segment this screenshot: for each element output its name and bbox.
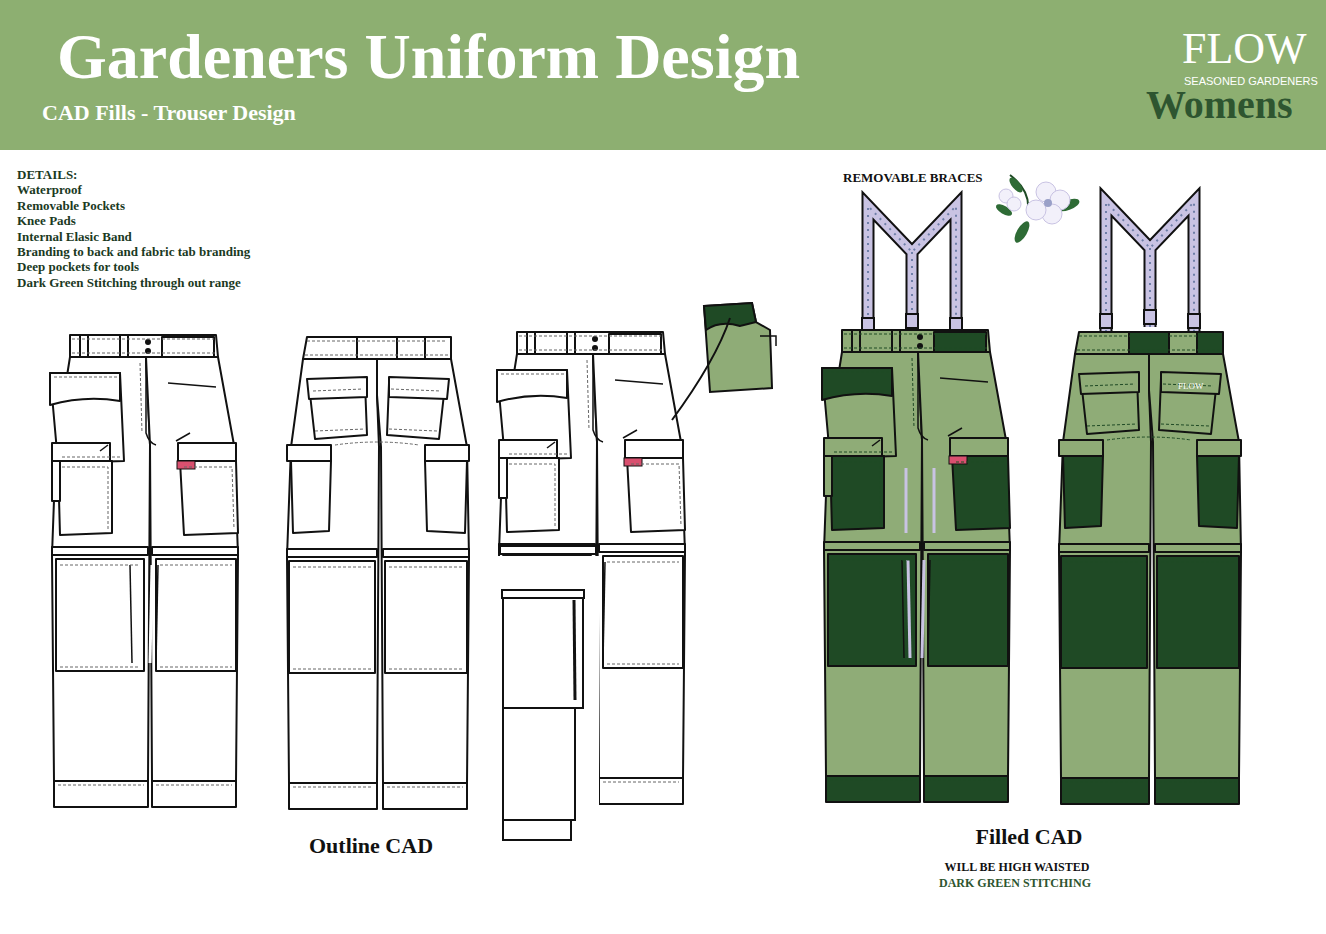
detail-item: Removable Pockets [17,199,125,214]
detached-leg [500,546,596,840]
logo-text: FLOW [1182,24,1307,75]
braces-back [1100,202,1200,332]
page-title: Gardeners Uniform Design [57,20,800,94]
range-label: Womens [1146,82,1293,128]
view-label: Outline CAD [309,833,433,858]
view-label: Filled CAD [976,824,1083,849]
callout-label: REMOVABLE BRACES [843,171,983,186]
detached-pocket [672,303,776,420]
detail-item: Branding to back and fabric tab branding [17,245,250,260]
braces-front [862,206,962,336]
outline-front [50,335,238,807]
filled-back [1059,332,1241,804]
detail-item: Deep pockets for tools [17,260,139,275]
note: WILL BE HIGH WAISTED [945,861,1090,875]
detail-item: Waterproof [17,183,82,198]
subtitle: CAD Fills - Trouser Design [42,100,296,125]
outline-back [287,337,469,809]
detail-item: Internal Elasic Band [17,230,132,245]
detail-item: Knee Pads [17,214,76,229]
pocket-logo: FLOW [1178,381,1204,391]
detail-item: Dark Green Stitching through out range [17,276,241,291]
flower-decoration [994,175,1081,245]
note: DARK GREEN STITCHING [939,877,1091,891]
filled-front [822,330,1010,802]
details-heading: DETAILS: [17,168,77,183]
